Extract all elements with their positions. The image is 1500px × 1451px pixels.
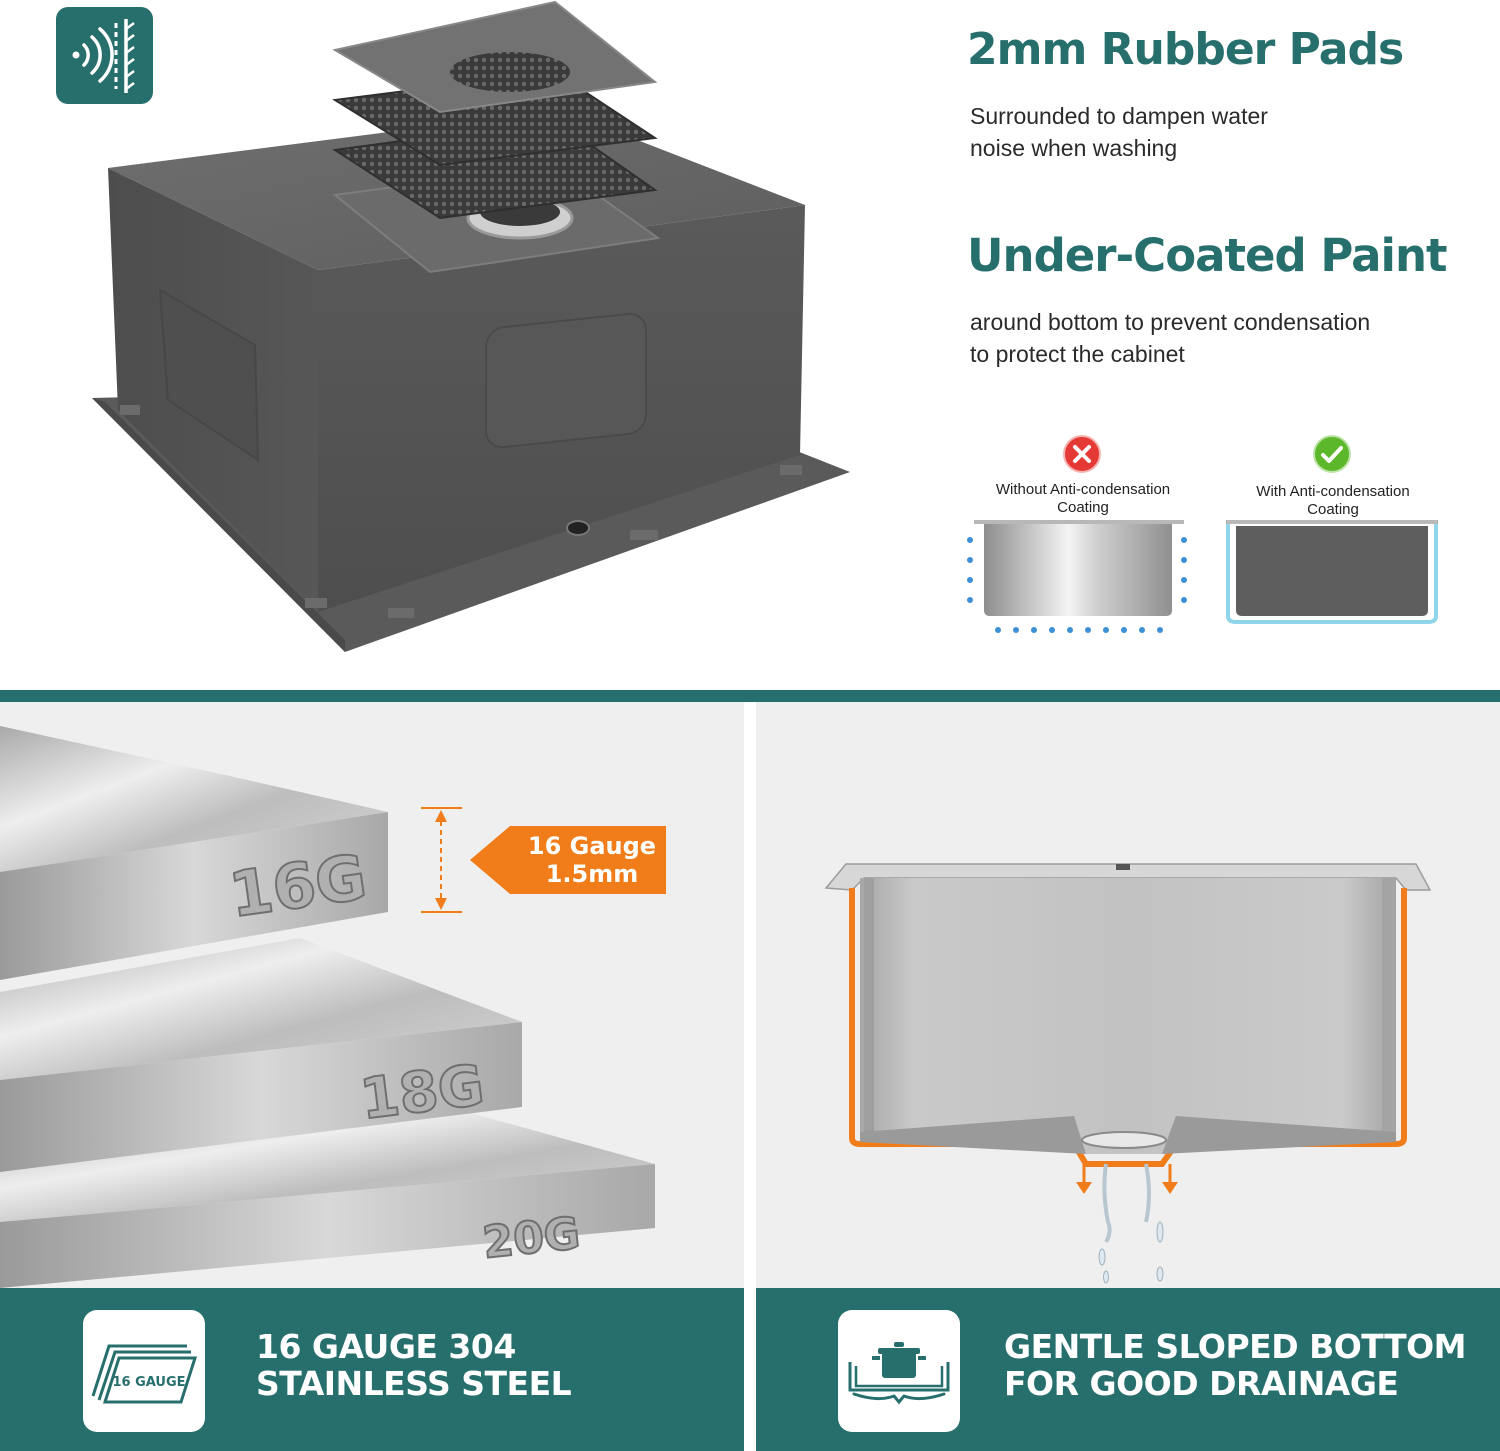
callout-arrow-shape [470, 826, 666, 894]
check-icon [1313, 435, 1351, 473]
drainage-panel: GENTLE SLOPED BOTTOM FOR GOOD DRAINAGE [756, 702, 1500, 1451]
thickness-dimension-marker [421, 807, 462, 913]
pot-in-sink-icon [848, 1342, 950, 1405]
sound-dampening-icon [72, 19, 135, 93]
paint-desc-line2: to protect the cabinet [970, 341, 1185, 367]
under-coated-paint-heading: Under-Coated Paint [967, 229, 1448, 282]
drainage-footer-bar: GENTLE SLOPED BOTTOM FOR GOOD DRAINAGE [756, 1288, 1500, 1451]
sloped-sink-cross-section [824, 863, 1432, 1284]
drainage-footer-line2: FOR GOOD DRAINAGE [1004, 1364, 1399, 1403]
callout-line1: 16 Gauge [527, 832, 657, 860]
rubber-pads-description: Surrounded to dampen water noise when wa… [970, 100, 1268, 164]
paint-desc-line1: around bottom to prevent condensation [970, 309, 1371, 335]
coated-sink-graphic [1226, 520, 1438, 624]
sheet-label-18g: 18G [357, 1053, 488, 1133]
sound-dampening-badge [56, 7, 153, 104]
gauge-callout: 16 Gauge 1.5mm [470, 826, 666, 894]
steel-footer-line2: STAINLESS STEEL [256, 1364, 572, 1403]
gauge-panel: 16G 18G 20G 16 Gauge 1.5mm 16 GAUGE [0, 702, 744, 1451]
gauge-sheets-icon: 16 GAUGE [91, 1344, 198, 1404]
sink-box-illustration [92, 0, 850, 652]
steel-footer-line1: 16 GAUGE 304 [256, 1327, 516, 1366]
drainage-footer-icon-box [838, 1310, 960, 1432]
water-stream [1098, 1163, 1164, 1284]
drainage-footer-line1: GENTLE SLOPED BOTTOM [1004, 1327, 1466, 1366]
panel-gap [744, 702, 756, 1451]
drain-flow-arrows [1076, 1164, 1178, 1194]
without-coating-line2: Coating [1057, 499, 1109, 516]
uncoated-sink-graphic [967, 520, 1187, 633]
steel-footer-title: 16 GAUGE 304 STAINLESS STEEL [256, 1327, 572, 1403]
without-coating-label: Without Anti-condensation Coating [972, 481, 1194, 517]
section-divider [0, 690, 1500, 702]
steel-footer-bar: 16 GAUGE 16 GAUGE 304 STAINLESS STEEL [0, 1288, 744, 1451]
condensation-drops [967, 537, 1187, 633]
without-coating-line1: Without Anti-condensation [995, 481, 1171, 498]
rubber-pads-heading: 2mm Rubber Pads [967, 24, 1404, 75]
with-coating-label: With Anti-condensation Coating [1222, 483, 1444, 519]
with-coating-line1: With Anti-condensation [1256, 483, 1410, 500]
sheet-label-16g: 16G [225, 840, 371, 931]
drainage-footer-title: GENTLE SLOPED BOTTOM FOR GOOD DRAINAGE [1004, 1328, 1466, 1402]
gauge-icon-text: 16 GAUGE [112, 1375, 185, 1390]
steel-footer-icon-box: 16 GAUGE [83, 1310, 205, 1432]
rubber-pads-desc-line2: noise when washing [970, 135, 1178, 161]
error-x-icon [1063, 435, 1101, 473]
steel-sheets-illustration: 16G 18G 20G [0, 726, 655, 1288]
sheet-label-20g: 20G [480, 1208, 582, 1269]
with-coating-line2: Coating [1307, 501, 1359, 518]
callout-line2: 1.5mm [545, 860, 639, 888]
top-section: 2mm Rubber Pads Surrounded to dampen wat… [0, 0, 1500, 690]
under-coated-paint-description: around bottom to prevent condensation to… [970, 306, 1370, 370]
rubber-pads-desc-line1: Surrounded to dampen water [970, 103, 1268, 129]
